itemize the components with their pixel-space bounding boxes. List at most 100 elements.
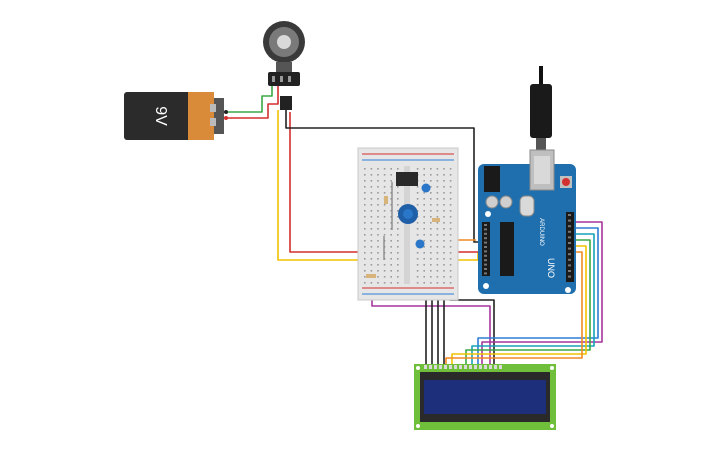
lcd-pin — [459, 365, 462, 369]
breadboard-hole — [383, 282, 386, 284]
breadboard-hole — [436, 222, 439, 224]
breadboard-hole — [416, 192, 419, 194]
breadboard-hole — [370, 186, 373, 188]
breadboard-hole — [436, 276, 439, 278]
breadboard-hole — [370, 210, 373, 212]
breadboard-hole — [383, 210, 386, 212]
motor-neck — [276, 62, 292, 72]
breadboard-hole — [377, 282, 379, 284]
header-pin — [568, 258, 571, 261]
reset-button — [562, 178, 570, 186]
lcd-16x2 — [414, 364, 556, 430]
breadboard-hole — [430, 180, 432, 182]
breadboard-hole — [377, 252, 379, 254]
breadboard-hole — [364, 270, 366, 272]
battery-cap — [188, 92, 214, 140]
breadboard-hole — [443, 246, 445, 248]
breadboard-hole — [443, 198, 445, 200]
breadboard-hole — [423, 192, 425, 194]
breadboard-hole — [430, 252, 432, 254]
breadboard-hole — [416, 228, 419, 230]
lcd-pin — [479, 365, 482, 369]
breadboard-hole — [436, 204, 439, 206]
breadboard-hole — [390, 252, 392, 254]
breadboard-hole — [390, 186, 392, 188]
breadboard-hole — [423, 252, 425, 254]
lcd-pin — [469, 365, 472, 369]
breadboard-hole — [443, 186, 445, 188]
breadboard-hole — [436, 192, 439, 194]
breadboard-hole — [430, 234, 432, 236]
breadboard-hole — [383, 216, 386, 218]
breadboard-hole — [443, 264, 445, 266]
breadboard-hole — [430, 282, 432, 284]
breadboard-hole — [377, 198, 379, 200]
breadboard-hole — [430, 204, 432, 206]
breadboard-hole — [430, 186, 432, 188]
breadboard-hole — [449, 192, 452, 194]
bb-ic-chip — [396, 172, 418, 186]
power-header — [482, 222, 490, 276]
header-pin — [484, 272, 487, 275]
breadboard-hole — [390, 216, 392, 218]
power-jack — [484, 166, 500, 192]
breadboard-hole — [364, 186, 366, 188]
breadboard-hole — [370, 240, 373, 242]
dc-motor — [263, 21, 305, 110]
breadboard-hole — [430, 222, 432, 224]
breadboard-hole — [364, 168, 366, 170]
breadboard-hole — [430, 168, 432, 170]
header-pin — [484, 254, 487, 257]
breadboard-hole — [397, 198, 399, 200]
breadboard-hole — [423, 240, 425, 242]
digital-header — [566, 212, 574, 282]
breadboard-hole — [397, 270, 399, 272]
breadboard-hole — [370, 204, 373, 206]
breadboard-hole — [416, 276, 419, 278]
breadboard-hole — [449, 216, 452, 218]
breadboard-hole — [390, 270, 392, 272]
breadboard-hole — [377, 246, 379, 248]
breadboard-hole — [416, 186, 419, 188]
breadboard-hole — [364, 180, 366, 182]
breadboard-hole — [416, 270, 419, 272]
breadboard-hole — [423, 246, 425, 248]
blue-component-2 — [415, 239, 425, 249]
wire-red-battery — [226, 86, 279, 119]
breadboard-hole — [364, 174, 366, 176]
arduino-capacitor-2 — [499, 195, 513, 209]
breadboard-hole — [449, 252, 452, 254]
breadboard-hole — [390, 234, 392, 236]
breadboard-hole — [364, 264, 366, 266]
breadboard-hole — [364, 210, 366, 212]
arduino-uno: ARDUINO UNO — [478, 84, 576, 294]
breadboard-hole — [390, 180, 392, 182]
breadboard-hole — [383, 234, 386, 236]
breadboard-hole — [377, 192, 379, 194]
resistor-2 — [366, 274, 376, 278]
mount-hole-1 — [483, 283, 489, 289]
breadboard-hole — [397, 210, 399, 212]
breadboard-hole — [436, 228, 439, 230]
breadboard-hole — [383, 276, 386, 278]
breadboard-hole — [364, 240, 366, 242]
breadboard-hole — [383, 270, 386, 272]
breadboard-hole — [390, 222, 392, 224]
breadboard-hole — [430, 198, 432, 200]
breadboard-hole — [416, 282, 419, 284]
breadboard-hole — [377, 180, 379, 182]
breadboard-hole — [449, 240, 452, 242]
breadboard-hole — [383, 264, 386, 266]
breadboard-hole — [377, 210, 379, 212]
breadboard-hole — [443, 240, 445, 242]
breadboard-hole — [370, 174, 373, 176]
breadboard-hole — [397, 276, 399, 278]
breadboard-hole — [416, 252, 419, 254]
header-pin — [484, 250, 487, 253]
battery-terminal-block — [214, 98, 224, 134]
breadboard-hole — [390, 264, 392, 266]
breadboard-hole — [430, 240, 432, 242]
breadboard-hole — [443, 216, 445, 218]
lcd-mount-4 — [550, 424, 554, 428]
breadboard-hole — [397, 246, 399, 248]
